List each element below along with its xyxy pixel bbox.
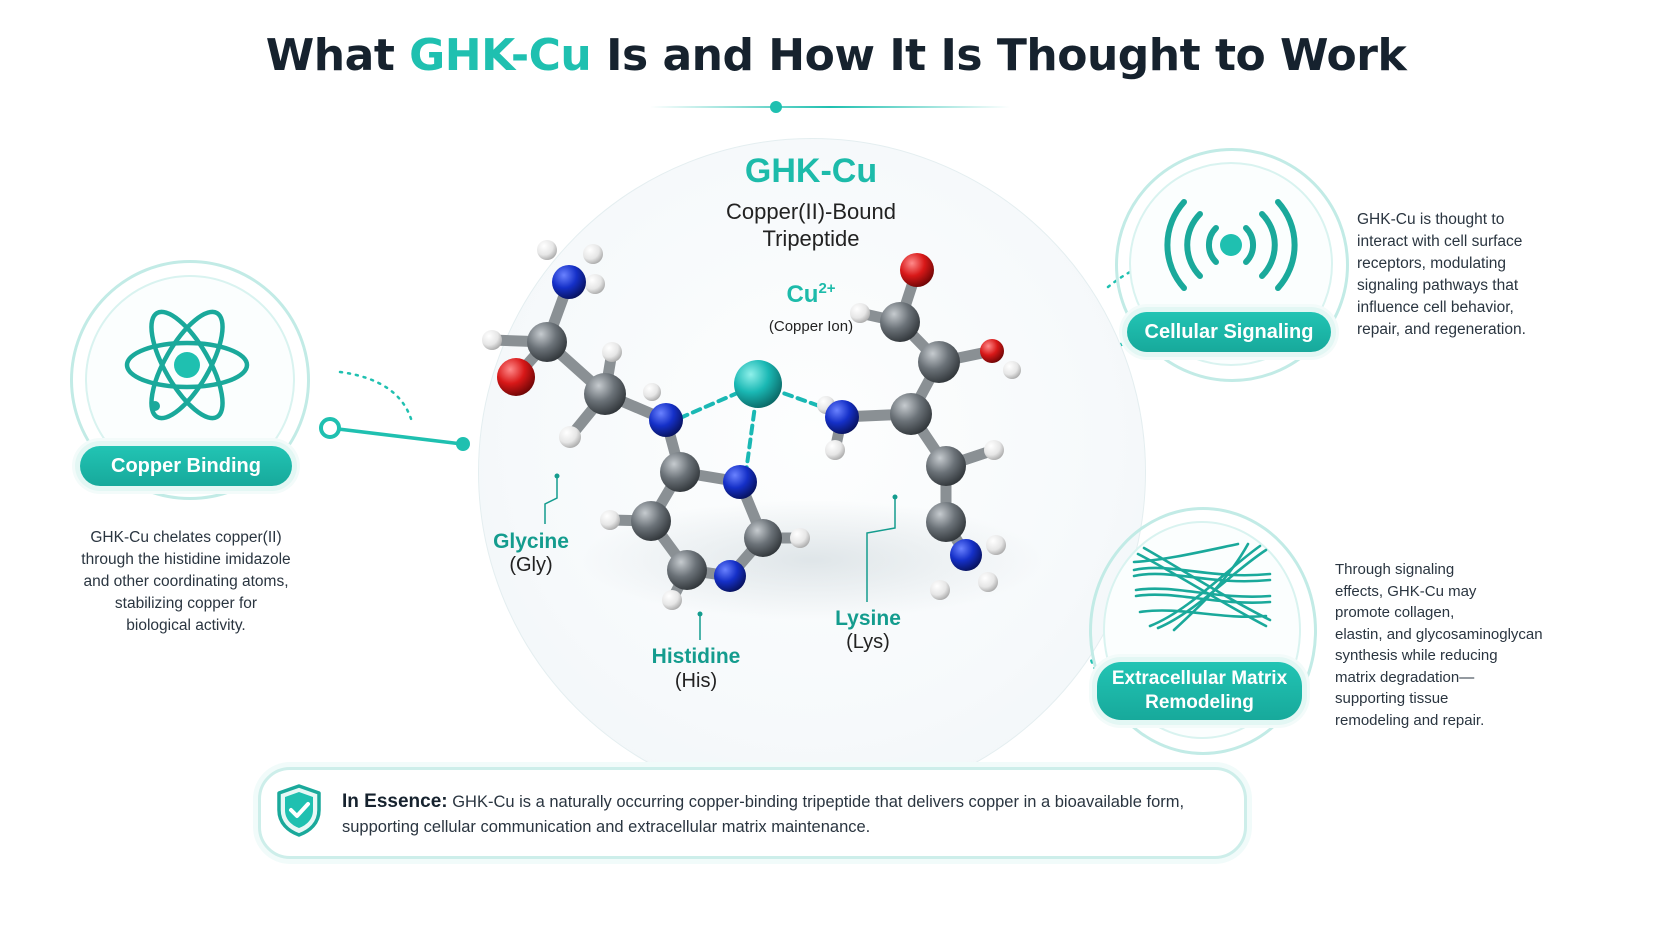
- atom-icon: [124, 309, 250, 421]
- molecule-subtitle-line1: Copper(II)-Bound: [726, 199, 896, 224]
- ecm-remodeling-desc-line: Through signaling: [1335, 561, 1455, 578]
- ecm-remodeling-desc-line: synthesis while reducing: [1335, 647, 1498, 664]
- cellular-signaling-desc-line: signaling pathways that: [1357, 277, 1519, 294]
- ecm-remodeling-desc-line: remodeling and repair.: [1335, 711, 1485, 729]
- copper-binding-desc-line: and other coordinating atoms,: [83, 573, 289, 590]
- copper-ion-name: (Copper Ion): [768, 318, 854, 335]
- page-title: What GHK-Cu Is and How It Is Thought to …: [0, 30, 1672, 81]
- cellular-signaling-desc-line: GHK-Cu is thought to: [1357, 211, 1505, 228]
- copper-binding-desc-line: stabilizing copper for: [114, 595, 258, 612]
- cellular-signaling-desc-line: interact with cell surface: [1357, 233, 1523, 250]
- molecule-name: GHK-Cu: [744, 152, 878, 190]
- essence-text: In Essence: GHK-Cu is a naturally occurr…: [342, 789, 1222, 840]
- copper-ion-symbol: Cu: [786, 281, 819, 308]
- ecm-remodeling-label: Extracellular Matrix Remodeling: [1097, 662, 1302, 720]
- cellular-signaling-desc-line: repair, and regeneration.: [1357, 321, 1526, 338]
- cellular-signaling-desc-line: receptors, modulating: [1357, 255, 1507, 272]
- residue-glycine-abbr: (Gly): [509, 554, 553, 576]
- ecm-remodeling-ring: [1089, 507, 1317, 755]
- ecm-remodeling-label-line2: Remodeling: [1145, 692, 1254, 713]
- title-suffix: Is and How It Is Thought to Work: [591, 30, 1407, 81]
- ecm-remodeling-desc-line: elastin, and glycosaminoglycan: [1335, 625, 1543, 643]
- ecm-remodeling-desc-line: matrix degradation—: [1335, 668, 1475, 686]
- copper-binding-ring: [70, 260, 310, 500]
- essence-label: In Essence:: [342, 791, 448, 812]
- ecm-remodeling-desc-line: supporting tissue: [1335, 690, 1449, 707]
- ecm-remodeling-label-line1: Extracellular Matrix: [1111, 668, 1288, 689]
- residue-lysine-name: Lysine: [835, 607, 901, 630]
- cellular-signaling-ring: [1115, 148, 1349, 382]
- copper-binding-desc-line: GHK-Cu chelates copper(II): [90, 529, 282, 546]
- ecm-remodeling-desc-line: promote collagen,: [1335, 604, 1455, 621]
- collagen-fibers-icon: [1132, 542, 1272, 632]
- signal-broadcast-icon: [1164, 199, 1298, 291]
- residue-histidine-name: Histidine: [651, 645, 741, 668]
- residue-glycine-name: Glycine: [493, 530, 569, 553]
- cellular-signaling-label: Cellular Signaling: [1127, 312, 1331, 352]
- residue-lysine-abbr: (Lys): [846, 631, 890, 653]
- molecule-subtitle-line2: Tripeptide: [762, 226, 860, 251]
- copper-binding-description: GHK-Cu chelates copper(II) through the h…: [50, 527, 322, 637]
- copper-binding-desc-line: biological activity.: [126, 617, 246, 634]
- title-highlight: GHK-Cu: [409, 30, 592, 81]
- residue-histidine-abbr: (His): [674, 670, 718, 692]
- copper-binding-desc-line: through the histidine imidazole: [81, 551, 291, 568]
- title-divider: [650, 101, 1010, 113]
- ecm-remodeling-description: Through signaling effects, GHK-Cu may pr…: [1335, 559, 1555, 731]
- cellular-signaling-description: GHK-Cu is thought to interact with cell …: [1357, 209, 1557, 341]
- title-prefix: What: [265, 30, 410, 81]
- ecm-remodeling-desc-line: effects, GHK-Cu may: [1335, 582, 1477, 600]
- shield-check-icon: [277, 784, 321, 837]
- copper-ion-label: Cu2+: [746, 280, 876, 309]
- essence-box: [258, 767, 1247, 859]
- copper-binding-label: Copper Binding: [80, 446, 292, 486]
- essence-line1-text: GHK-Cu is a naturally occurring copper-b…: [447, 793, 1185, 811]
- copper-ion-charge: 2+: [818, 280, 836, 297]
- cellular-signaling-desc-line: influence cell behavior,: [1357, 299, 1514, 316]
- molecule-structure: [482, 240, 1042, 640]
- essence-line2: supporting cellular communication and ex…: [342, 818, 871, 836]
- essence-line1: In Essence: GHK-Cu is a naturally occurr…: [342, 789, 1222, 815]
- molecule-subtitle: Copper(II)-Bound Tripeptide: [681, 198, 941, 252]
